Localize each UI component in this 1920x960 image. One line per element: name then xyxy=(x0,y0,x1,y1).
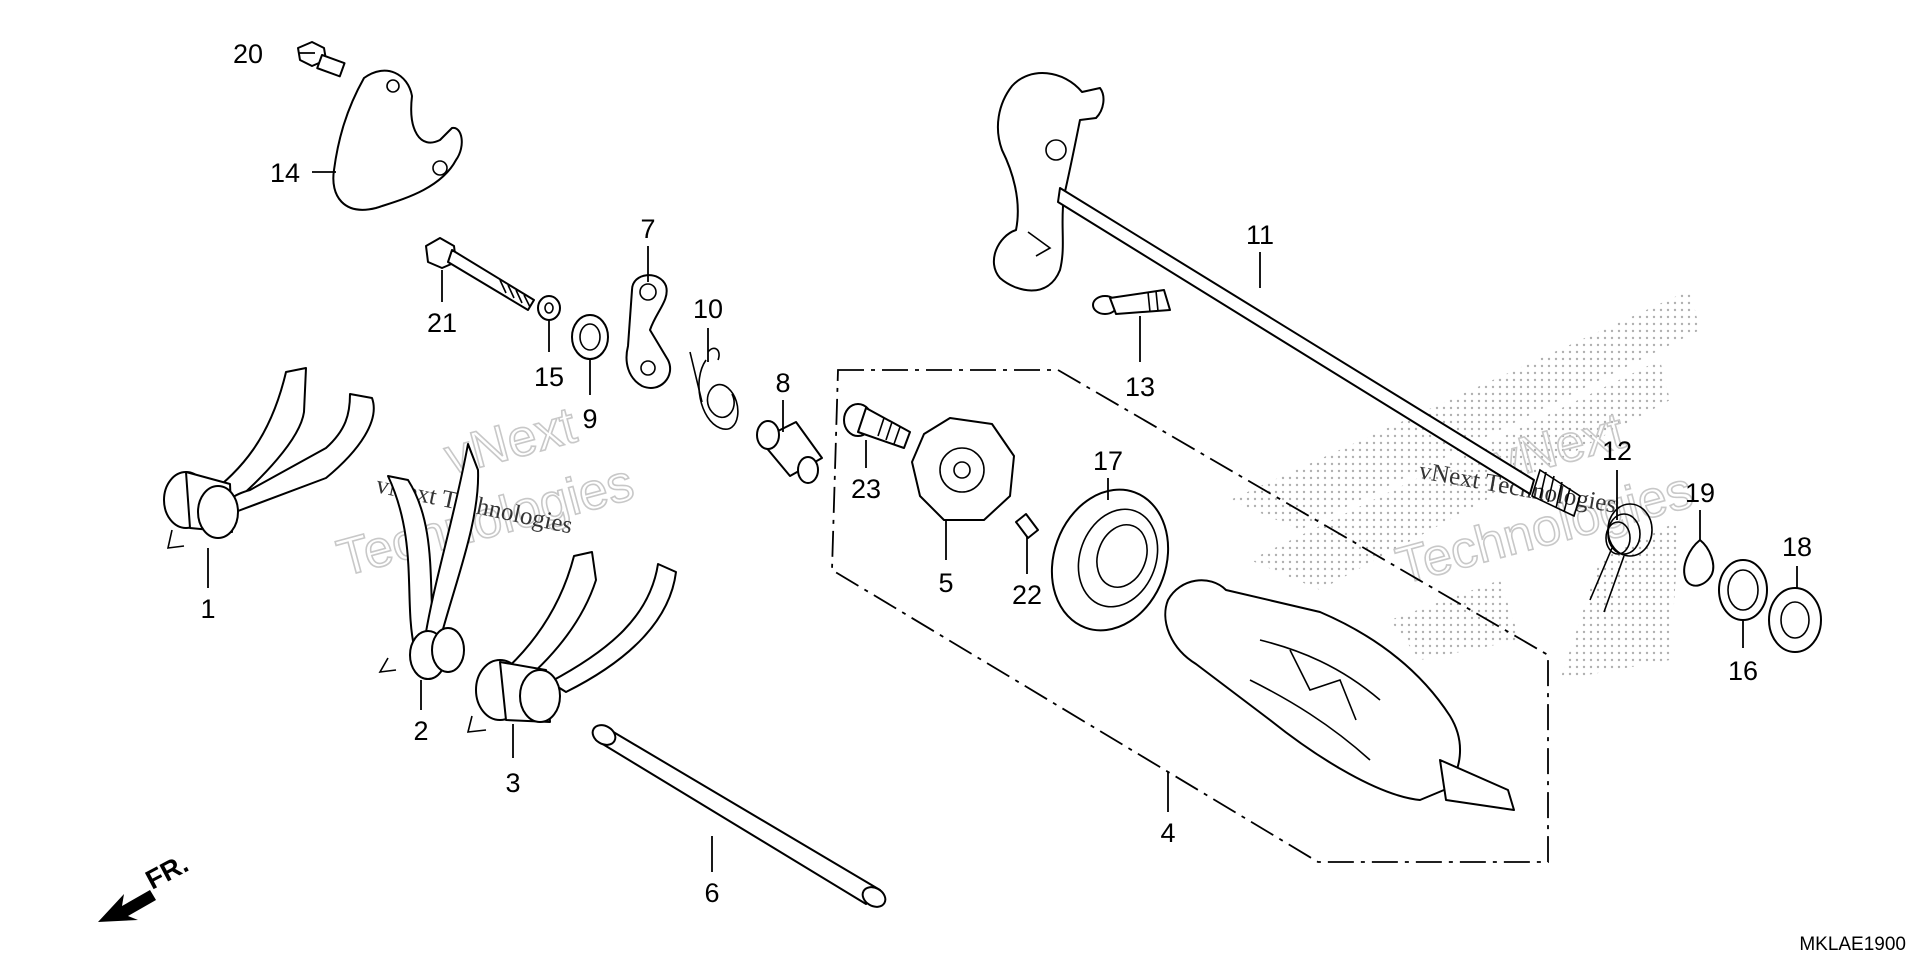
part-14-hole-side xyxy=(432,160,448,176)
front-direction-indicator: FR. xyxy=(98,848,193,922)
part-13-bolt xyxy=(1092,289,1171,315)
part-1-shift-fork xyxy=(163,367,375,549)
callout-7: 7 xyxy=(640,214,655,244)
callout-12: 12 xyxy=(1602,436,1632,466)
callout-4: 4 xyxy=(1160,818,1175,848)
part-8-pin xyxy=(756,420,823,484)
part-18-oil-seal xyxy=(1768,587,1822,653)
callout-21: 21 xyxy=(427,308,457,338)
part-12-return-spring xyxy=(1589,503,1653,613)
part-3-shift-fork xyxy=(466,551,677,733)
background-dotted-logo xyxy=(1230,290,1700,680)
part-6-fork-shaft xyxy=(591,724,887,908)
part-9-washer xyxy=(571,314,609,360)
leader-lines xyxy=(207,52,1798,872)
callout-18: 18 xyxy=(1782,532,1812,562)
callout-6: 6 xyxy=(704,878,719,908)
callouts: 1 2 3 4 5 6 7 8 9 10 11 12 13 14 15 16 1… xyxy=(200,39,1812,908)
callout-15: 15 xyxy=(534,362,564,392)
callout-5: 5 xyxy=(938,568,953,598)
callout-16: 16 xyxy=(1728,656,1758,686)
part-15-washer xyxy=(537,295,561,321)
diagram-code: MKLAE1900 xyxy=(1799,934,1906,955)
part-4-shift-drum xyxy=(1164,579,1515,811)
callout-3: 3 xyxy=(505,768,520,798)
part-14-hole-top xyxy=(386,79,400,93)
part-22-dowel-pin xyxy=(1015,513,1039,539)
part-19-circlip xyxy=(1683,539,1715,587)
part-16-washer xyxy=(1718,559,1768,621)
part-21-long-bolt xyxy=(425,237,535,311)
callout-20: 20 xyxy=(233,39,263,69)
callout-19: 19 xyxy=(1685,478,1715,508)
part-14-bracket xyxy=(332,69,463,211)
part-7-stopper-arm xyxy=(625,274,671,389)
callout-8: 8 xyxy=(775,368,790,398)
callout-13: 13 xyxy=(1125,372,1155,402)
front-arrow-icon xyxy=(98,890,156,922)
callout-23: 23 xyxy=(851,474,881,504)
part-2-shift-fork xyxy=(378,443,480,680)
assembly-boundary xyxy=(831,369,1549,863)
front-label: FR. xyxy=(141,848,193,895)
callout-17: 17 xyxy=(1093,446,1123,476)
part-5-drum-center xyxy=(911,417,1015,521)
part-20-bolt xyxy=(297,41,346,78)
callout-2: 2 xyxy=(413,716,428,746)
callout-14: 14 xyxy=(270,158,300,188)
callout-11: 11 xyxy=(1246,220,1274,250)
part-11-shift-spindle xyxy=(992,72,1581,518)
part-17-bearing xyxy=(1050,488,1170,632)
callout-10: 10 xyxy=(693,294,723,324)
callout-22: 22 xyxy=(1012,580,1042,610)
part-10-spring xyxy=(689,347,739,430)
part-23-bolt xyxy=(843,403,911,449)
callout-9: 9 xyxy=(582,404,597,434)
callout-1: 1 xyxy=(200,594,215,624)
